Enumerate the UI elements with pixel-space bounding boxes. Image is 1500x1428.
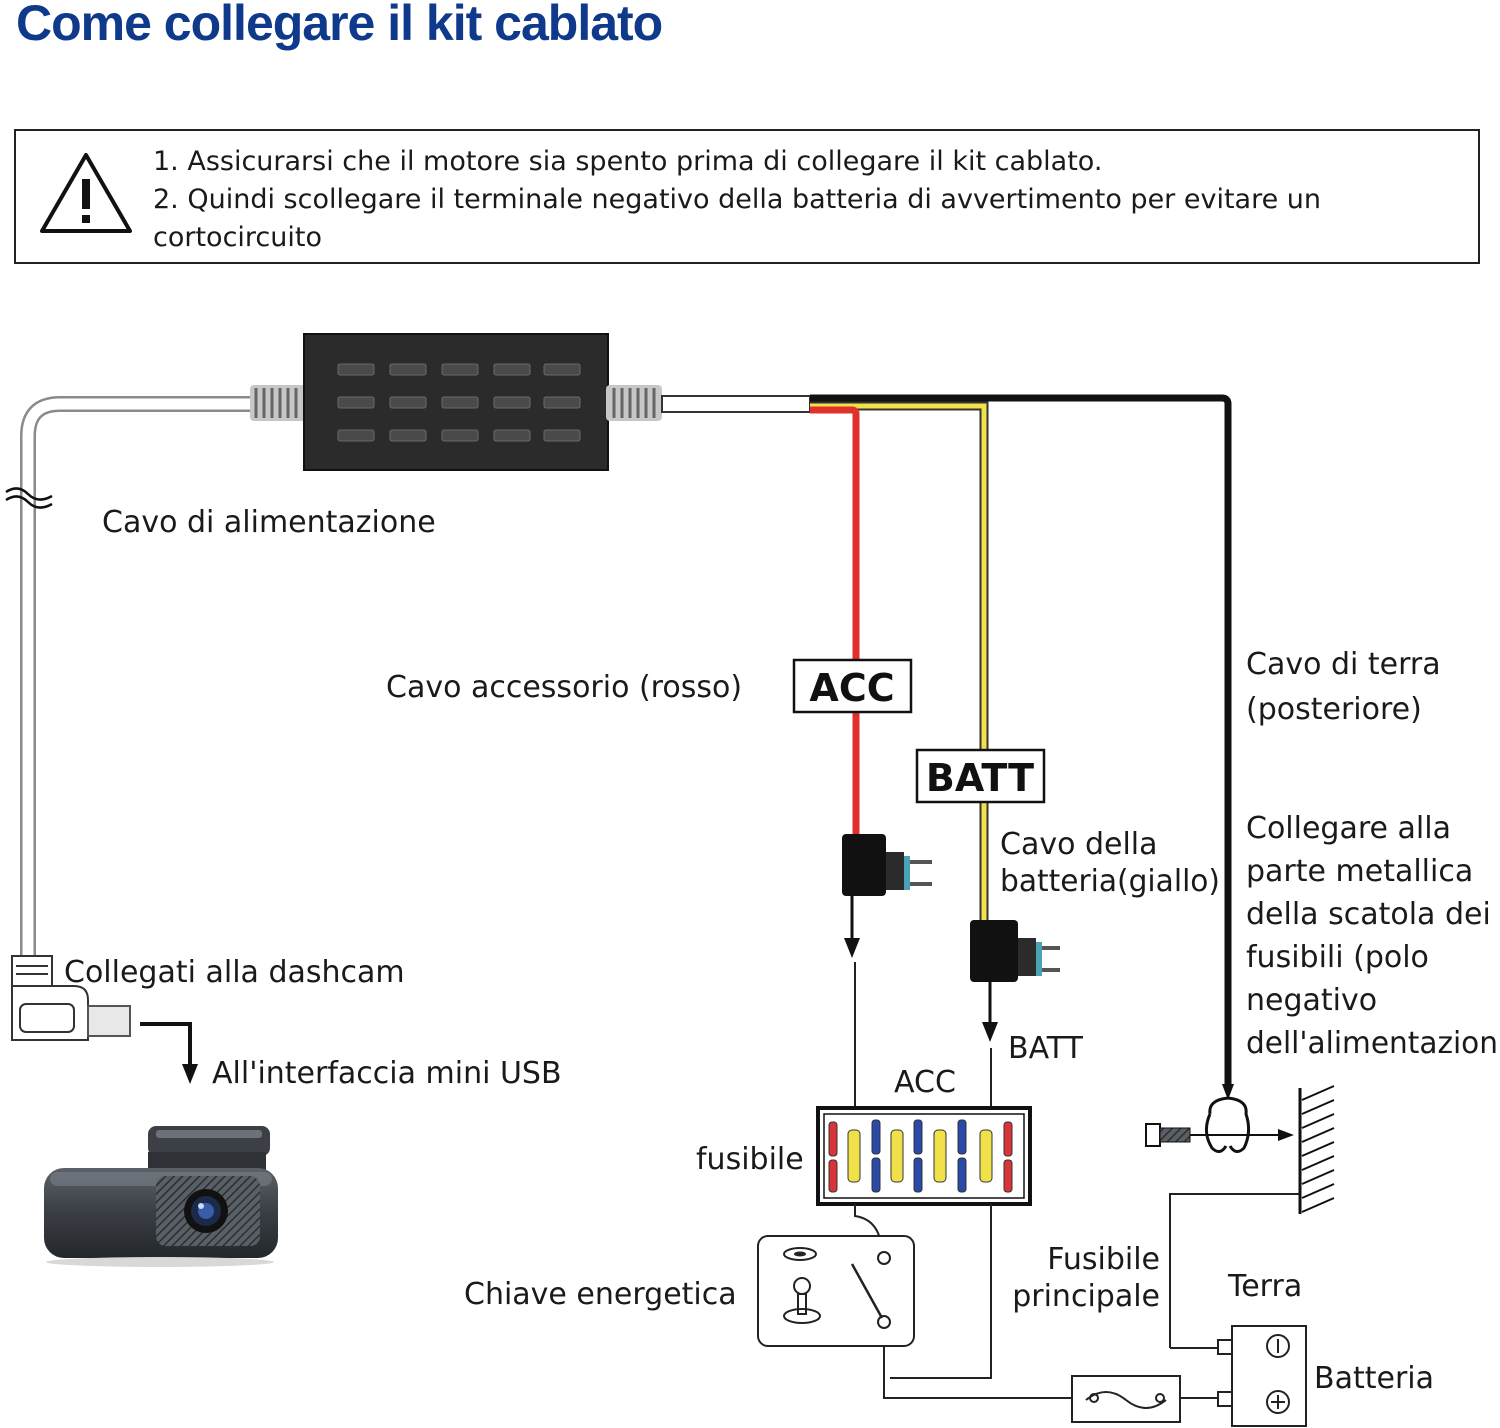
ignition-key-label: Chiave energetica (464, 1277, 737, 1312)
batt-badge: BATT (926, 756, 1034, 800)
connect-metal-label-4: fusibili (polo (1246, 940, 1429, 975)
warning-triangle-icon (40, 153, 132, 233)
ground-wire-black (810, 394, 1232, 1086)
chassis-ground (1298, 1085, 1335, 1214)
warning-box: 1. Assicurarsi che il motore sia spento … (14, 129, 1480, 264)
dashcam-image (44, 1126, 278, 1267)
ground-terminal (1145, 1084, 1294, 1153)
connect-metal-label-6: dell'alimentazion (1246, 1026, 1498, 1061)
ground-cable-label-1: Cavo di terra (1246, 647, 1441, 682)
converter-box (303, 333, 609, 471)
main-fuse-label-1: Fusibile (1047, 1242, 1160, 1277)
acc-terminal-label: ACC (894, 1065, 956, 1100)
main-fuse-label-2: principale (1012, 1279, 1160, 1314)
ground-label: Terra (1227, 1269, 1302, 1304)
connect-metal-label-3: della scatola dei (1246, 897, 1491, 932)
ground-cable-label-2: (posteriore) (1246, 692, 1422, 727)
accessory-cable-label: Cavo accessorio (rosso) (386, 670, 742, 705)
strain-relief-left (250, 385, 306, 421)
battery-cable-label-2: batteria(giallo) (1000, 864, 1220, 899)
battery-symbol (1217, 1325, 1307, 1427)
acc-badge-box (792, 658, 913, 714)
acc-badge: ACC (809, 666, 894, 710)
warning-line-1: 1. Assicurarsi che il motore sia spento … (153, 146, 1103, 177)
mini-usb-label: All'interfaccia mini USB (212, 1056, 562, 1091)
batt-fuse-tap (970, 920, 1060, 1042)
mini-usb-connector (11, 955, 198, 1084)
page-title: Come collegare il kit cablato (16, 0, 663, 51)
connect-dashcam-label: Collegati alla dashcam (64, 955, 405, 990)
fuses-row (828, 1119, 1013, 1193)
batt-badge-box (915, 748, 1046, 804)
fuse-label: fusibile (696, 1142, 804, 1177)
warning-line-2: 2. Quindi scollegare il terminale negati… (153, 184, 1322, 253)
warning-text: 1. Assicurarsi che il motore sia spento … (153, 143, 1463, 257)
ignition-switch (757, 1235, 915, 1347)
circuit-wires (854, 1193, 1300, 1406)
main-fuse (1071, 1375, 1181, 1423)
connect-metal-label-5: negativo (1246, 983, 1377, 1018)
output-cable (606, 385, 811, 421)
connect-metal-label-2: parte metallica (1246, 854, 1473, 889)
batt-terminal-label: BATT (1008, 1031, 1084, 1066)
acc-wire-red (810, 406, 860, 838)
battery-label: Batteria (1314, 1361, 1434, 1396)
power-cable-label: Cavo di alimentazione (102, 505, 436, 540)
connect-metal-label-1: Collegare alla (1246, 811, 1451, 846)
battery-cable-label-1: Cavo della (1000, 827, 1158, 862)
fuse-box (816, 1106, 1032, 1206)
power-cable (5, 385, 306, 960)
acc-fuse-tap (842, 834, 932, 958)
